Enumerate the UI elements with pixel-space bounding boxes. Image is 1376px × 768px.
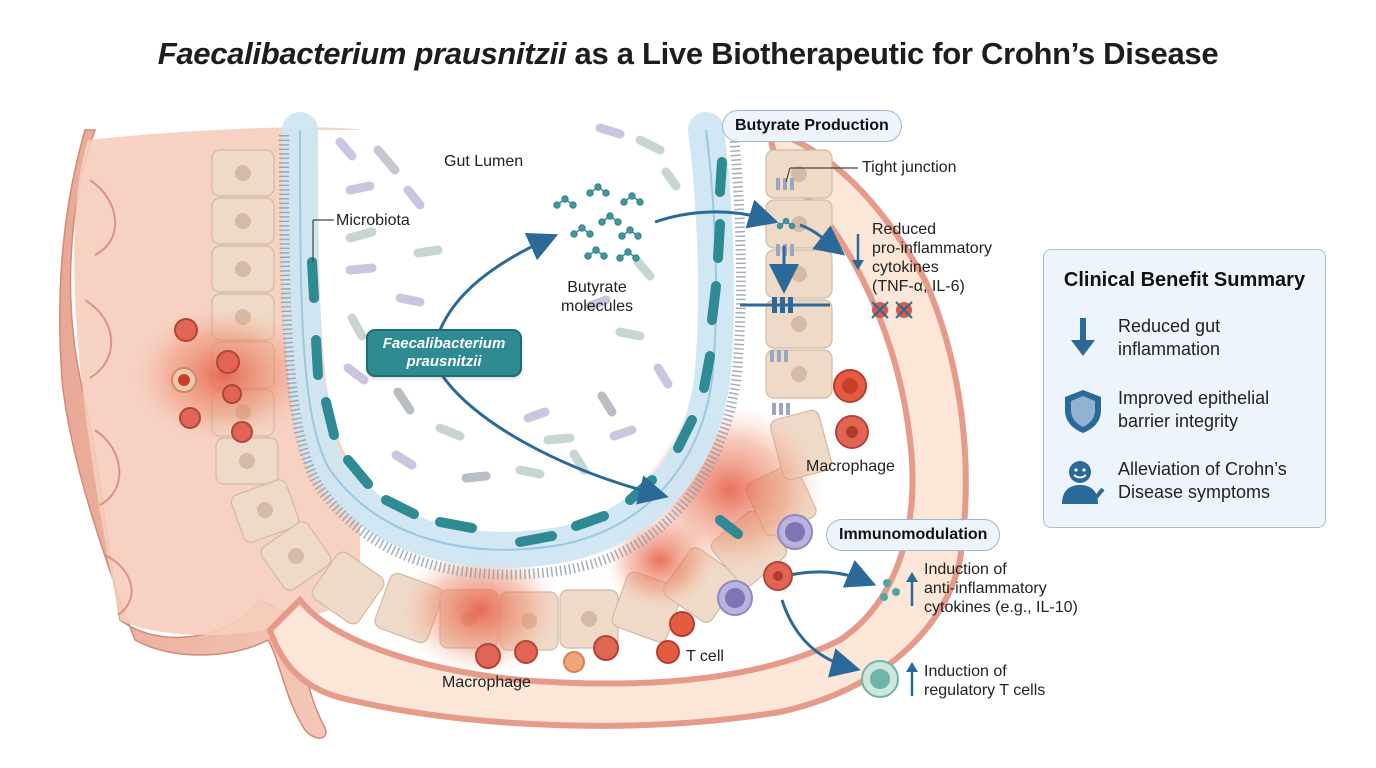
summary-heading: Clinical Benefit Summary	[1063, 269, 1306, 291]
t-cell-label: T cell	[686, 648, 724, 665]
microbiota-label: Microbiota	[336, 212, 410, 229]
person-check-icon	[1062, 461, 1105, 504]
immune-cells	[171, 318, 900, 698]
reduced-cytokines-label: Reduced pro-inflammatory cytokines (TNF-…	[872, 220, 992, 296]
macrophage-bottom-label: Macrophage	[442, 674, 531, 691]
summary-item-barrier: Improved epithelial barrier integrity	[1118, 387, 1318, 433]
gut-lumen	[318, 130, 695, 527]
diagram-title: Faecalibacterium prausnitzii as a Live B…	[0, 36, 1376, 72]
induction-anti-line2: anti-inflammatory	[924, 580, 1047, 597]
butyrate-molecules-line1: Butyrate	[567, 279, 627, 296]
macrophage-right-label: Macrophage	[806, 458, 895, 475]
butyrate-molecules-line2: molecules	[560, 298, 634, 315]
induction-anti-line1: Induction of	[924, 561, 1007, 578]
gut-lumen-label: Gut Lumen	[444, 153, 524, 170]
summary-item-barrier-line1: Improved epithelial	[1118, 388, 1270, 408]
title-rest: as a Live Biotherapeutic for Crohn’s Dis…	[566, 36, 1219, 71]
reduced-cytokines-line2: pro-inflammatory	[872, 240, 993, 257]
reduced-cytokines-line3: cytokines	[872, 259, 939, 276]
summary-item-inflammation-line1: Reduced gut	[1118, 316, 1221, 336]
summary-item-symptoms-line1: Alleviation of Crohn’s	[1118, 459, 1287, 479]
butyrate-molecules-label: Butyrate molecules	[547, 278, 647, 316]
butyrate-production-pill: Butyrate Production	[722, 110, 902, 142]
f-prausnitzii-line1: Faecalibacterium	[382, 335, 506, 352]
tight-junction-label: Tight junction	[862, 159, 957, 176]
reduced-cytokines-line4: (TNF-α, IL-6)	[872, 278, 965, 295]
induction-treg-label: Induction of regulatory T cells	[924, 662, 1045, 700]
reduced-cytokines-arrow	[852, 234, 864, 270]
induction-anti-label: Induction of anti-inflammatory cytokines…	[924, 560, 1078, 617]
induction-anti-line3: cytokines (e.g., IL-10)	[924, 599, 1078, 616]
lamina-propria	[266, 125, 969, 729]
butyrate-molecules	[553, 183, 796, 262]
up-arrows	[906, 572, 918, 696]
arrows	[438, 199, 877, 678]
inflammation-left	[130, 305, 320, 445]
f-prausnitzii-rods	[307, 157, 743, 547]
summary-item-inflammation: Reduced gut inflammation	[1118, 315, 1318, 361]
summary-item-inflammation-line2: inflammation	[1118, 339, 1221, 359]
summary-item-barrier-line2: barrier integrity	[1118, 411, 1239, 431]
f-prausnitzii-box: Faecalibacterium prausnitzii	[366, 329, 522, 377]
immunomodulation-pill: Immunomodulation	[826, 519, 1001, 551]
clinical-benefit-summary: Clinical Benefit Summary Reduced gut inf…	[1043, 249, 1326, 528]
induction-treg-line1: Induction of	[924, 663, 1007, 680]
f-prausnitzii-line2: prausnitzii	[406, 353, 482, 370]
title-italic: Faecalibacterium prausnitzii	[157, 36, 567, 71]
down-arrow-icon	[1071, 318, 1095, 356]
summary-item-symptoms: Alleviation of Crohn’s Disease symptoms	[1118, 458, 1318, 504]
tight-junction-highlight	[740, 297, 830, 313]
shield-icon	[1065, 390, 1101, 433]
blocked-cytokines	[871, 301, 913, 319]
summary-item-symptoms-line2: Disease symptoms	[1118, 482, 1271, 502]
reduced-cytokines-line1: Reduced	[872, 221, 937, 238]
induction-treg-line2: regulatory T cells	[924, 682, 1046, 699]
